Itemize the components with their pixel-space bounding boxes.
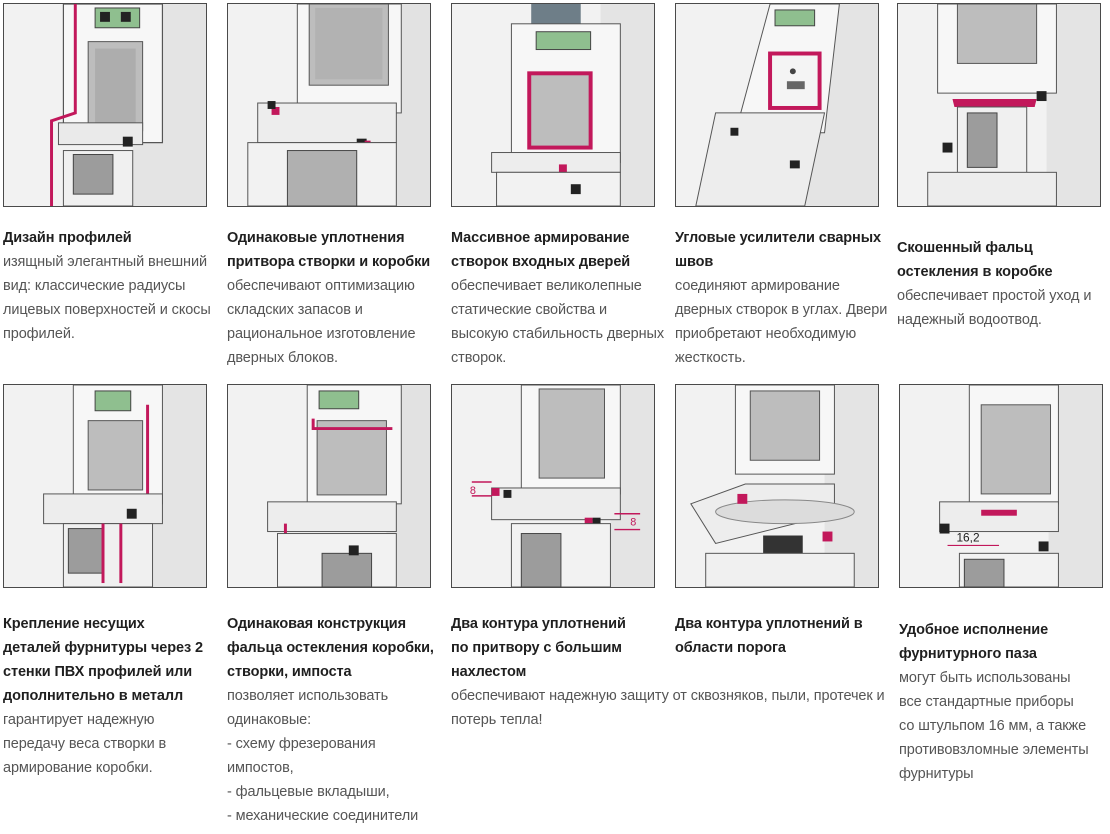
feature-description: все стандартные приборы	[899, 694, 1074, 710]
feature-description: со штульпом 16 мм, а также	[899, 718, 1087, 734]
feature-title: нахлестом	[451, 664, 527, 680]
profile-section-drawing	[690, 385, 878, 587]
feature-title: притвора створки и коробки	[227, 254, 431, 270]
feature-description: обеспечивают надежную защиту от сквозняк…	[451, 688, 885, 704]
figure-door-reinforcement	[451, 3, 655, 207]
figure-threshold-seals	[675, 384, 879, 588]
feature-title: по притвору с большим	[451, 640, 622, 656]
feature-title: Массивное армирование	[451, 230, 630, 246]
feature-title: остекления в коробке	[897, 264, 1053, 280]
feature-description: обеспечивают оптимизацию	[227, 278, 415, 294]
feature-description: складских запасов и	[227, 302, 363, 318]
caption-hardware-groove: Удобное исполнение фурнитурного паза мог…	[899, 618, 1109, 786]
caption-identical-rebate: Одинаковая конструкция фальца остекления…	[227, 612, 447, 828]
feature-description: дверных створок в углах. Двери	[675, 302, 888, 318]
feature-description: соединяют армирование	[675, 278, 840, 294]
feature-title: створки, импоста	[227, 664, 352, 680]
profile-section-drawing	[695, 4, 878, 206]
feature-title: швов	[675, 254, 714, 270]
feature-description: изящный элегантный внешний	[3, 254, 207, 270]
profile-section-drawing	[927, 4, 1100, 206]
figure-profile-design	[3, 3, 207, 207]
feature-description: фурнитуры	[899, 766, 974, 782]
feature-title: дополнительно в металл	[3, 688, 184, 704]
profile-section-drawing	[491, 4, 654, 206]
dimension-label: 8	[630, 517, 636, 529]
feature-description: жесткость.	[675, 350, 746, 366]
list-item: импостов,	[227, 760, 294, 776]
dimension-label: 8	[470, 485, 476, 497]
figure-corner-connectors	[675, 3, 879, 207]
feature-description: створок.	[451, 350, 507, 366]
feature-title: Удобное исполнение	[899, 622, 1049, 638]
caption-identical-seals: Одинаковые уплотнения притвора створки и…	[227, 226, 442, 370]
caption-door-reinforcement: Массивное армирование створок входных дв…	[451, 226, 666, 370]
feature-title: фурнитурного паза	[899, 646, 1037, 662]
feature-description: лицевых поверхностей и скосы	[3, 302, 211, 318]
feature-description: могут быть использованы	[899, 670, 1071, 686]
feature-description: противовзломные элементы	[899, 742, 1089, 758]
feature-description: рациональное изготовление	[227, 326, 416, 342]
feature-description: статические свойства и	[451, 302, 607, 318]
feature-title: деталей фурнитуры через 2	[3, 640, 203, 656]
feature-title: Крепление несущих	[3, 616, 145, 632]
figure-hardware-groove: 16,2	[899, 384, 1103, 588]
feature-title: Два контура уплотнений	[451, 616, 626, 632]
list-item: - фальцевые вкладыши,	[227, 784, 390, 800]
profile-section-drawing	[247, 4, 430, 206]
caption-sloped-rebate: Скошенный фальц остекления в коробке обе…	[897, 236, 1107, 332]
feature-description: потерь тепла!	[451, 712, 543, 728]
caption-threshold-seals: Два контура уплотнений в области порога	[675, 612, 890, 660]
figure-two-seal-contours: 8 8	[451, 384, 655, 588]
figure-identical-seals	[227, 3, 431, 207]
profile-section-drawing	[267, 385, 430, 587]
feature-description: приобретают необходимую	[675, 326, 857, 342]
feature-description: вид: классические радиусы	[3, 278, 186, 294]
feature-description: надежный водоотвод.	[897, 312, 1042, 328]
feature-description: профилей.	[3, 326, 75, 342]
profile-section-drawing	[50, 4, 206, 206]
feature-title: Одинаковая конструкция	[227, 616, 406, 632]
figure-identical-rebate	[227, 384, 431, 588]
profile-section-drawing: 8 8	[470, 385, 654, 587]
dimension-label: 16,2	[956, 530, 979, 544]
list-item: - схему фрезерования	[227, 736, 376, 752]
profile-section-drawing: 16,2	[939, 385, 1102, 587]
caption-corner-connectors: Угловые усилители сварных швов соединяют…	[675, 226, 890, 370]
feature-description: одинаковые:	[227, 712, 312, 728]
feature-description: армирование коробки.	[3, 760, 153, 776]
feature-title: фальца остекления коробки,	[227, 640, 434, 656]
caption-profile-design: Дизайн профилей изящный элегантный внешн…	[3, 226, 218, 346]
caption-hardware-fixing: Крепление несущих деталей фурнитуры чере…	[3, 612, 218, 780]
feature-description: передачу веса створки в	[3, 736, 167, 752]
feature-title: Одинаковые уплотнения	[227, 230, 405, 246]
feature-title: Скошенный фальц	[897, 240, 1033, 256]
feature-title: Угловые усилители сварных	[675, 230, 881, 246]
figure-hardware-fixing	[3, 384, 207, 588]
caption-two-seal-contours: Два контура уплотнений по притвору с бол…	[451, 612, 891, 732]
feature-title: Дизайн профилей	[3, 230, 132, 246]
feature-description: дверных блоков.	[227, 350, 338, 366]
feature-description: гарантирует надежную	[3, 712, 155, 728]
list-item: - механические соединители	[227, 808, 419, 824]
feature-title: Два контура уплотнений в	[675, 616, 863, 632]
feature-description: позволяет использовать	[227, 688, 389, 704]
figure-sloped-rebate	[897, 3, 1101, 207]
feature-description: высокую стабильность дверных	[451, 326, 665, 342]
feature-description: обеспечивает великолепные	[451, 278, 642, 294]
profile-section-drawing	[43, 385, 206, 587]
feature-title: стенки ПВХ профилей или	[3, 664, 193, 680]
feature-title: створок входных дверей	[451, 254, 631, 270]
feature-title: области порога	[675, 640, 786, 656]
feature-description: обеспечивает простой уход и	[897, 288, 1092, 304]
